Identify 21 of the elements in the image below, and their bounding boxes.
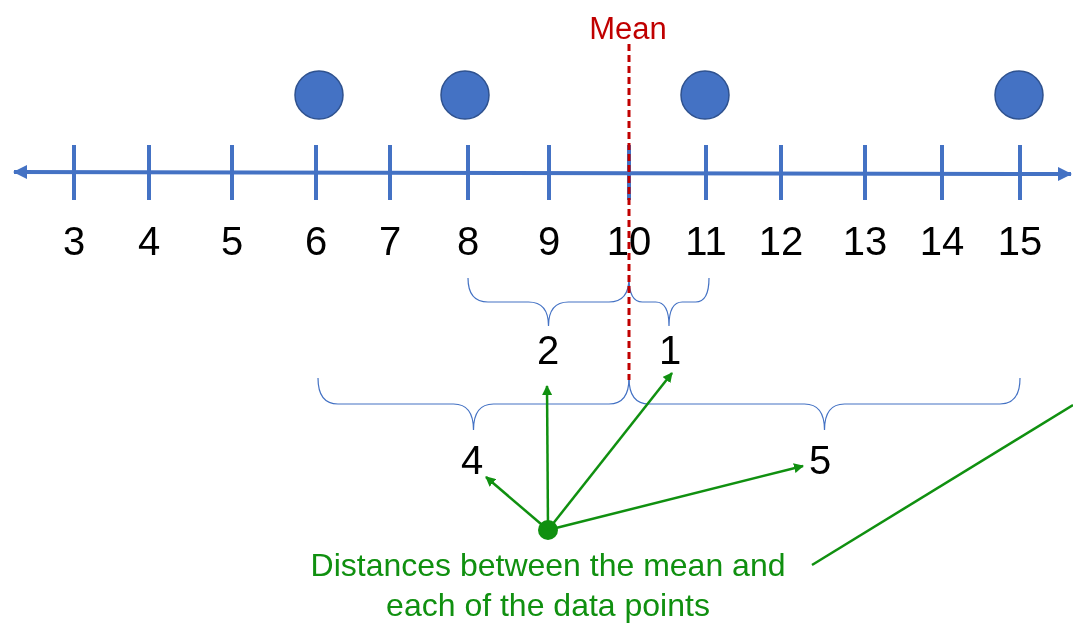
connector-line	[811, 403, 1073, 567]
note-text: Distances between the mean and each of the data points	[303, 545, 793, 625]
distance-label: 1	[658, 330, 682, 370]
distance-label: 2	[536, 330, 560, 370]
tick-label: 15	[997, 221, 1043, 261]
hub-dot	[538, 520, 558, 540]
tick-label: 10	[606, 221, 652, 261]
tick-label: 13	[842, 221, 888, 261]
tick-label: 12	[758, 221, 804, 261]
tick-label: 5	[220, 221, 244, 261]
tick-label: 11	[685, 221, 727, 261]
tick-label: 8	[456, 221, 480, 261]
distance-label: 4	[460, 440, 484, 480]
tick-label: 14	[919, 221, 965, 261]
tick-label: 6	[304, 221, 328, 261]
tick-label: 7	[378, 221, 402, 261]
tick-label: 4	[137, 221, 161, 261]
tick-label: 3	[62, 221, 86, 261]
tick-label: 9	[537, 221, 561, 261]
mean-label: Mean	[589, 12, 667, 44]
distance-label: 5	[808, 440, 832, 480]
